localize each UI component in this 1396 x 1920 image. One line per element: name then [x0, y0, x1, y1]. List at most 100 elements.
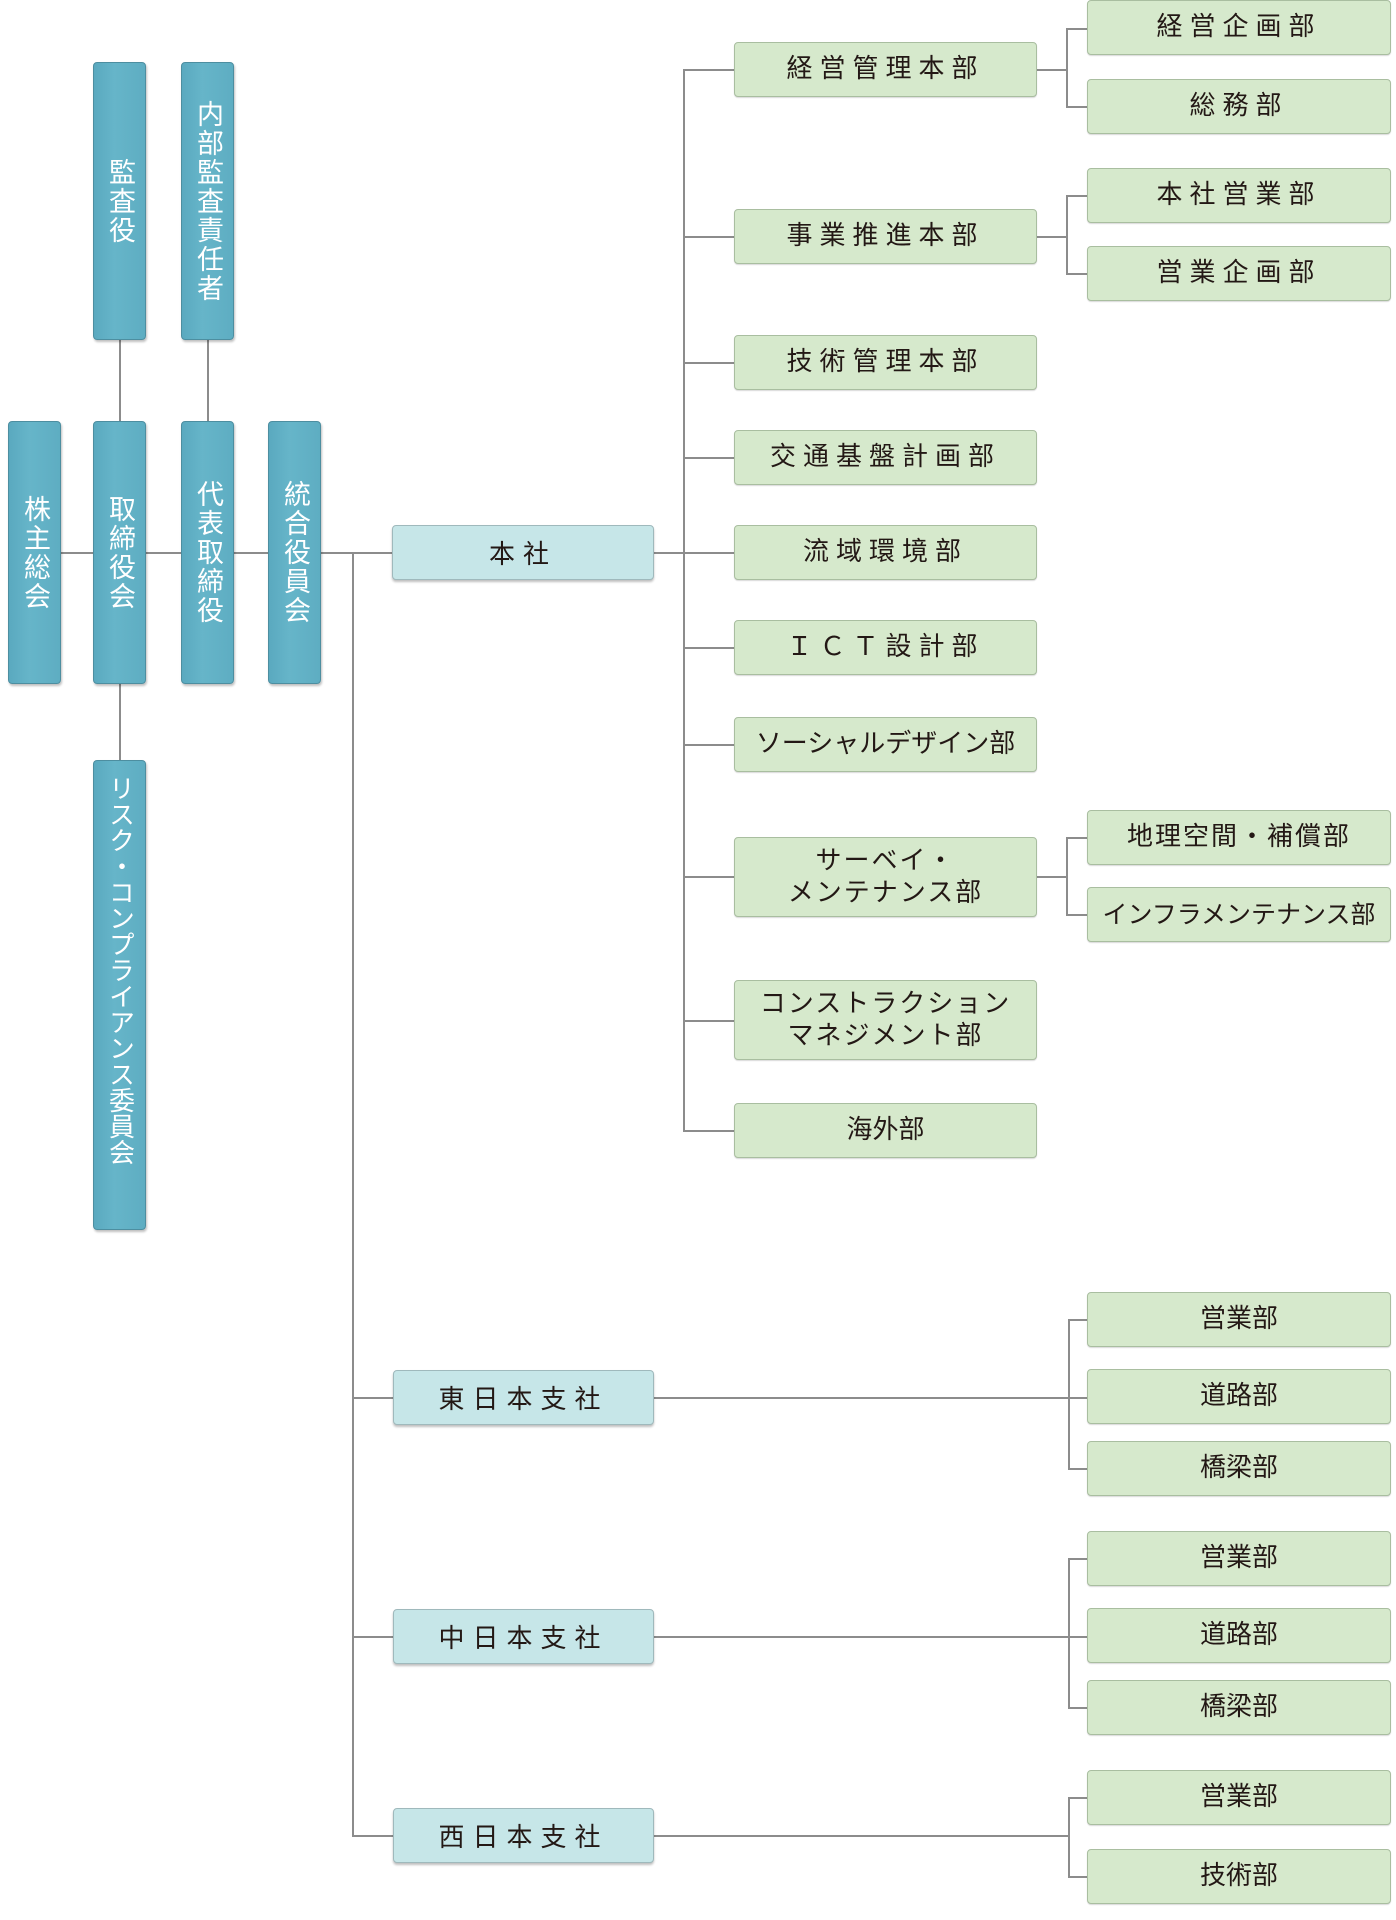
dept-label: 営業部 — [1199, 1782, 1278, 1813]
risk-compliance-committee-label: リスク・コンプライアンス委員会 — [104, 775, 135, 1165]
branch-central-box[interactable]: 中日本支社 — [393, 1609, 654, 1664]
connector-div-2 — [683, 362, 734, 364]
dept-label: 営業部 — [1199, 1304, 1278, 1335]
dept-label: 橋梁部 — [1199, 1453, 1278, 1484]
board-of-directors-label: 取締役会 — [104, 494, 135, 611]
dept-general-affairs-box[interactable]: 総務部 — [1087, 79, 1391, 134]
division-label: サーベイ・ メンテナンス部 — [787, 845, 984, 909]
branch-east-dept-road[interactable]: 道路部 — [1087, 1369, 1391, 1424]
connector-auditor-board — [119, 340, 121, 421]
connector-board-risk — [119, 684, 121, 760]
connector-central-stem — [1068, 1558, 1070, 1707]
dept-label: 道路部 — [1199, 1381, 1278, 1412]
branch-label: 西日本支社 — [438, 1823, 609, 1853]
connector-div-0 — [683, 69, 734, 71]
connector-west-stem — [1068, 1797, 1070, 1876]
division-survey-maintenance-box[interactable]: サーベイ・ メンテナンス部 — [734, 837, 1037, 917]
connector-div0-c1 — [1066, 106, 1087, 108]
executive-committee-box[interactable]: 統合役員会 — [268, 421, 321, 684]
branch-west-box[interactable]: 西日本支社 — [393, 1808, 654, 1863]
branch-east-box[interactable]: 東日本支社 — [393, 1370, 654, 1425]
dept-infrastructure-maintenance-box[interactable]: インフラメンテナンス部 — [1087, 887, 1391, 942]
division-ict-design-box[interactable]: ＩＣＴ設計部 — [734, 620, 1037, 675]
connector-div-8 — [683, 1020, 734, 1022]
dept-corporate-planning-box[interactable]: 経営企画部 — [1087, 0, 1391, 55]
dept-label: 橋梁部 — [1199, 1692, 1278, 1723]
branch-west-dept-sales[interactable]: 営業部 — [1087, 1770, 1391, 1825]
division-label: ソーシャルデザイン部 — [755, 729, 1016, 760]
division-business-promotion-box[interactable]: 事業推進本部 — [734, 209, 1037, 264]
dept-label: 地理空間・補償部 — [1126, 822, 1351, 853]
dept-geospatial-compensation-box[interactable]: 地理空間・補償部 — [1087, 810, 1391, 865]
connector-central-out — [654, 1636, 1087, 1638]
branch-label: 中日本支社 — [438, 1624, 609, 1654]
branch-east-dept-sales[interactable]: 営業部 — [1087, 1292, 1391, 1347]
dept-label: 経営企画部 — [1156, 12, 1322, 43]
connector-div-9 — [683, 1130, 734, 1132]
connector-div-5 — [683, 647, 734, 649]
dept-label: 本社営業部 — [1156, 180, 1322, 211]
connector-west-c1 — [1068, 1876, 1087, 1878]
branch-west-dept-technical[interactable]: 技術部 — [1087, 1849, 1391, 1904]
ceo-box[interactable]: 代表取締役 — [181, 421, 234, 684]
connector-west-c0 — [1068, 1797, 1087, 1799]
division-overseas-box[interactable]: 海外部 — [734, 1103, 1037, 1158]
connector-west — [352, 1835, 393, 1837]
connector-central-c0 — [1068, 1558, 1087, 1560]
connector-east-out — [654, 1397, 1087, 1399]
risk-compliance-committee-box[interactable]: リスク・コンプライアンス委員会 — [93, 760, 146, 1230]
connector-div0-c0 — [1066, 28, 1087, 30]
dept-hq-sales-box[interactable]: 本社営業部 — [1087, 168, 1391, 223]
board-of-directors-box[interactable]: 取締役会 — [93, 421, 146, 684]
division-technical-management-box[interactable]: 技術管理本部 — [734, 335, 1037, 390]
connector-div7-c1 — [1066, 914, 1087, 916]
connector-east-c2 — [1068, 1468, 1087, 1470]
connector-div-3 — [683, 457, 734, 459]
connector-div-1 — [683, 236, 734, 238]
branch-central-dept-bridge[interactable]: 橋梁部 — [1087, 1680, 1391, 1735]
dept-label: インフラメンテナンス部 — [1102, 899, 1376, 929]
branch-label: 東日本支社 — [438, 1385, 609, 1415]
division-construction-management-box[interactable]: コンストラクション マネジメント部 — [734, 980, 1037, 1060]
branch-east-dept-bridge[interactable]: 橋梁部 — [1087, 1441, 1391, 1496]
connector-div7-out — [1037, 876, 1066, 878]
division-label: 交通基盤計画部 — [769, 442, 1001, 473]
internal-audit-box[interactable]: 内部監査責任者 — [181, 62, 234, 340]
shareholders-meeting-label: 株主総会 — [19, 494, 50, 611]
division-label: 事業推進本部 — [786, 221, 985, 252]
connector-main-stem — [352, 552, 354, 1836]
dept-label: 営業部 — [1199, 1543, 1278, 1574]
ceo-label: 代表取締役 — [192, 480, 223, 625]
connector-div7-c0 — [1066, 837, 1087, 839]
division-transport-planning-box[interactable]: 交通基盤計画部 — [734, 430, 1037, 485]
internal-audit-label: 内部監査責任者 — [192, 99, 223, 303]
dept-label: 営業企画部 — [1156, 258, 1322, 289]
connector-west-out — [654, 1835, 1068, 1837]
connector-east-c0 — [1068, 1319, 1087, 1321]
dept-sales-planning-box[interactable]: 営業企画部 — [1087, 246, 1391, 301]
shareholders-meeting-box[interactable]: 株主総会 — [8, 421, 61, 684]
branch-central-dept-sales[interactable]: 営業部 — [1087, 1531, 1391, 1586]
dept-label: 道路部 — [1199, 1620, 1278, 1651]
connector-hq-out — [653, 552, 734, 554]
auditor-box[interactable]: 監査役 — [93, 62, 146, 340]
connector-div1-c1 — [1066, 273, 1087, 275]
division-river-environment-box[interactable]: 流域環境部 — [734, 525, 1037, 580]
division-label: 海外部 — [846, 1115, 925, 1146]
connector-div1-stem — [1066, 195, 1068, 273]
connector-div1-out — [1037, 236, 1066, 238]
division-label: ＩＣＴ設計部 — [786, 632, 985, 663]
division-social-design-box[interactable]: ソーシャルデザイン部 — [734, 717, 1037, 772]
branch-central-dept-road[interactable]: 道路部 — [1087, 1608, 1391, 1663]
auditor-label: 監査役 — [104, 157, 135, 245]
connector-east-stem — [1068, 1319, 1070, 1468]
connector-div1-c0 — [1066, 195, 1087, 197]
connector-div0-stem — [1066, 28, 1068, 106]
head-office-box[interactable]: 本社 — [392, 525, 654, 580]
connector-central — [352, 1636, 393, 1638]
division-management-box[interactable]: 経営管理本部 — [734, 42, 1037, 97]
connector-div-6 — [683, 744, 734, 746]
dept-label: 技術部 — [1199, 1861, 1278, 1892]
connector-div7-stem — [1066, 837, 1068, 914]
connector-central-c2 — [1068, 1707, 1087, 1709]
